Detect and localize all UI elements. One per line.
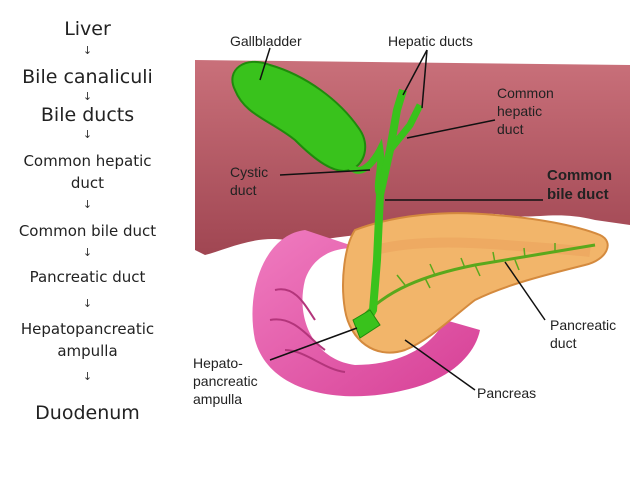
label-pancreas: Pancreas [477,385,536,401]
flow-arrow: ↓ [82,128,93,141]
hepatic-duct-right [387,103,424,153]
duodenum-shape [252,230,480,397]
flow-step-common-bile-duct: Common bile duct [18,222,157,240]
ampulla-shape [352,309,381,339]
label-common-hepatic-duct-1: Common [497,85,554,101]
flow-arrow: ↓ [82,198,93,211]
label-ampulla-1: Hepato- [193,355,243,371]
hepatic-duct-left [376,88,407,196]
flow-arrow: ↓ [82,297,93,310]
flow-step-hepatopancreatic-ampulla: Hepatopancreatic ampulla [20,320,155,360]
label-common-hepatic-duct-2: hepatic [497,103,542,119]
flow-step-common-hepatic-duct: Common hepatic duct [23,152,152,192]
label-common-bile-duct-1: Common [547,167,612,184]
label-pancreatic-duct-1: Pancreatic [550,317,616,333]
label-ampulla-3: ampulla [193,391,242,407]
gallbladder-shape [231,60,367,172]
flow-arrow: ↓ [82,90,93,103]
duodenum-folds [269,288,346,373]
flow-arrow: ↓ [82,370,93,383]
flow-step-liver: Liver [64,18,111,40]
flow-step-duodenum: Duodenum [35,402,140,424]
label-hepatic-ducts: Hepatic ducts [388,33,473,49]
label-ampulla-2: pancreatic [193,373,258,389]
bile-flow-chart: Liver ↓ Bile canaliculi ↓ Bile ducts ↓ C… [0,0,175,479]
flow-step-bile-canaliculi: Bile canaliculi [22,66,153,88]
anatomy-illustration: Gallbladder Hepatic ducts Common hepatic… [193,33,630,407]
label-common-hepatic-duct-3: duct [497,121,524,137]
label-pancreatic-duct-2: duct [550,335,577,351]
flow-arrow: ↓ [82,44,93,57]
label-cystic-duct-1: Cystic [230,164,268,180]
label-cystic-duct-2: duct [230,182,257,198]
label-common-bile-duct-2: bile duct [547,186,609,203]
flow-step-pancreatic-duct: Pancreatic duct [29,268,146,286]
leader-lines [259,47,546,391]
flow-arrow: ↓ [82,246,93,259]
pancreatic-duct-branches [396,243,556,289]
label-gallbladder: Gallbladder [230,33,302,49]
flow-step-bile-ducts: Bile ducts [40,104,135,126]
